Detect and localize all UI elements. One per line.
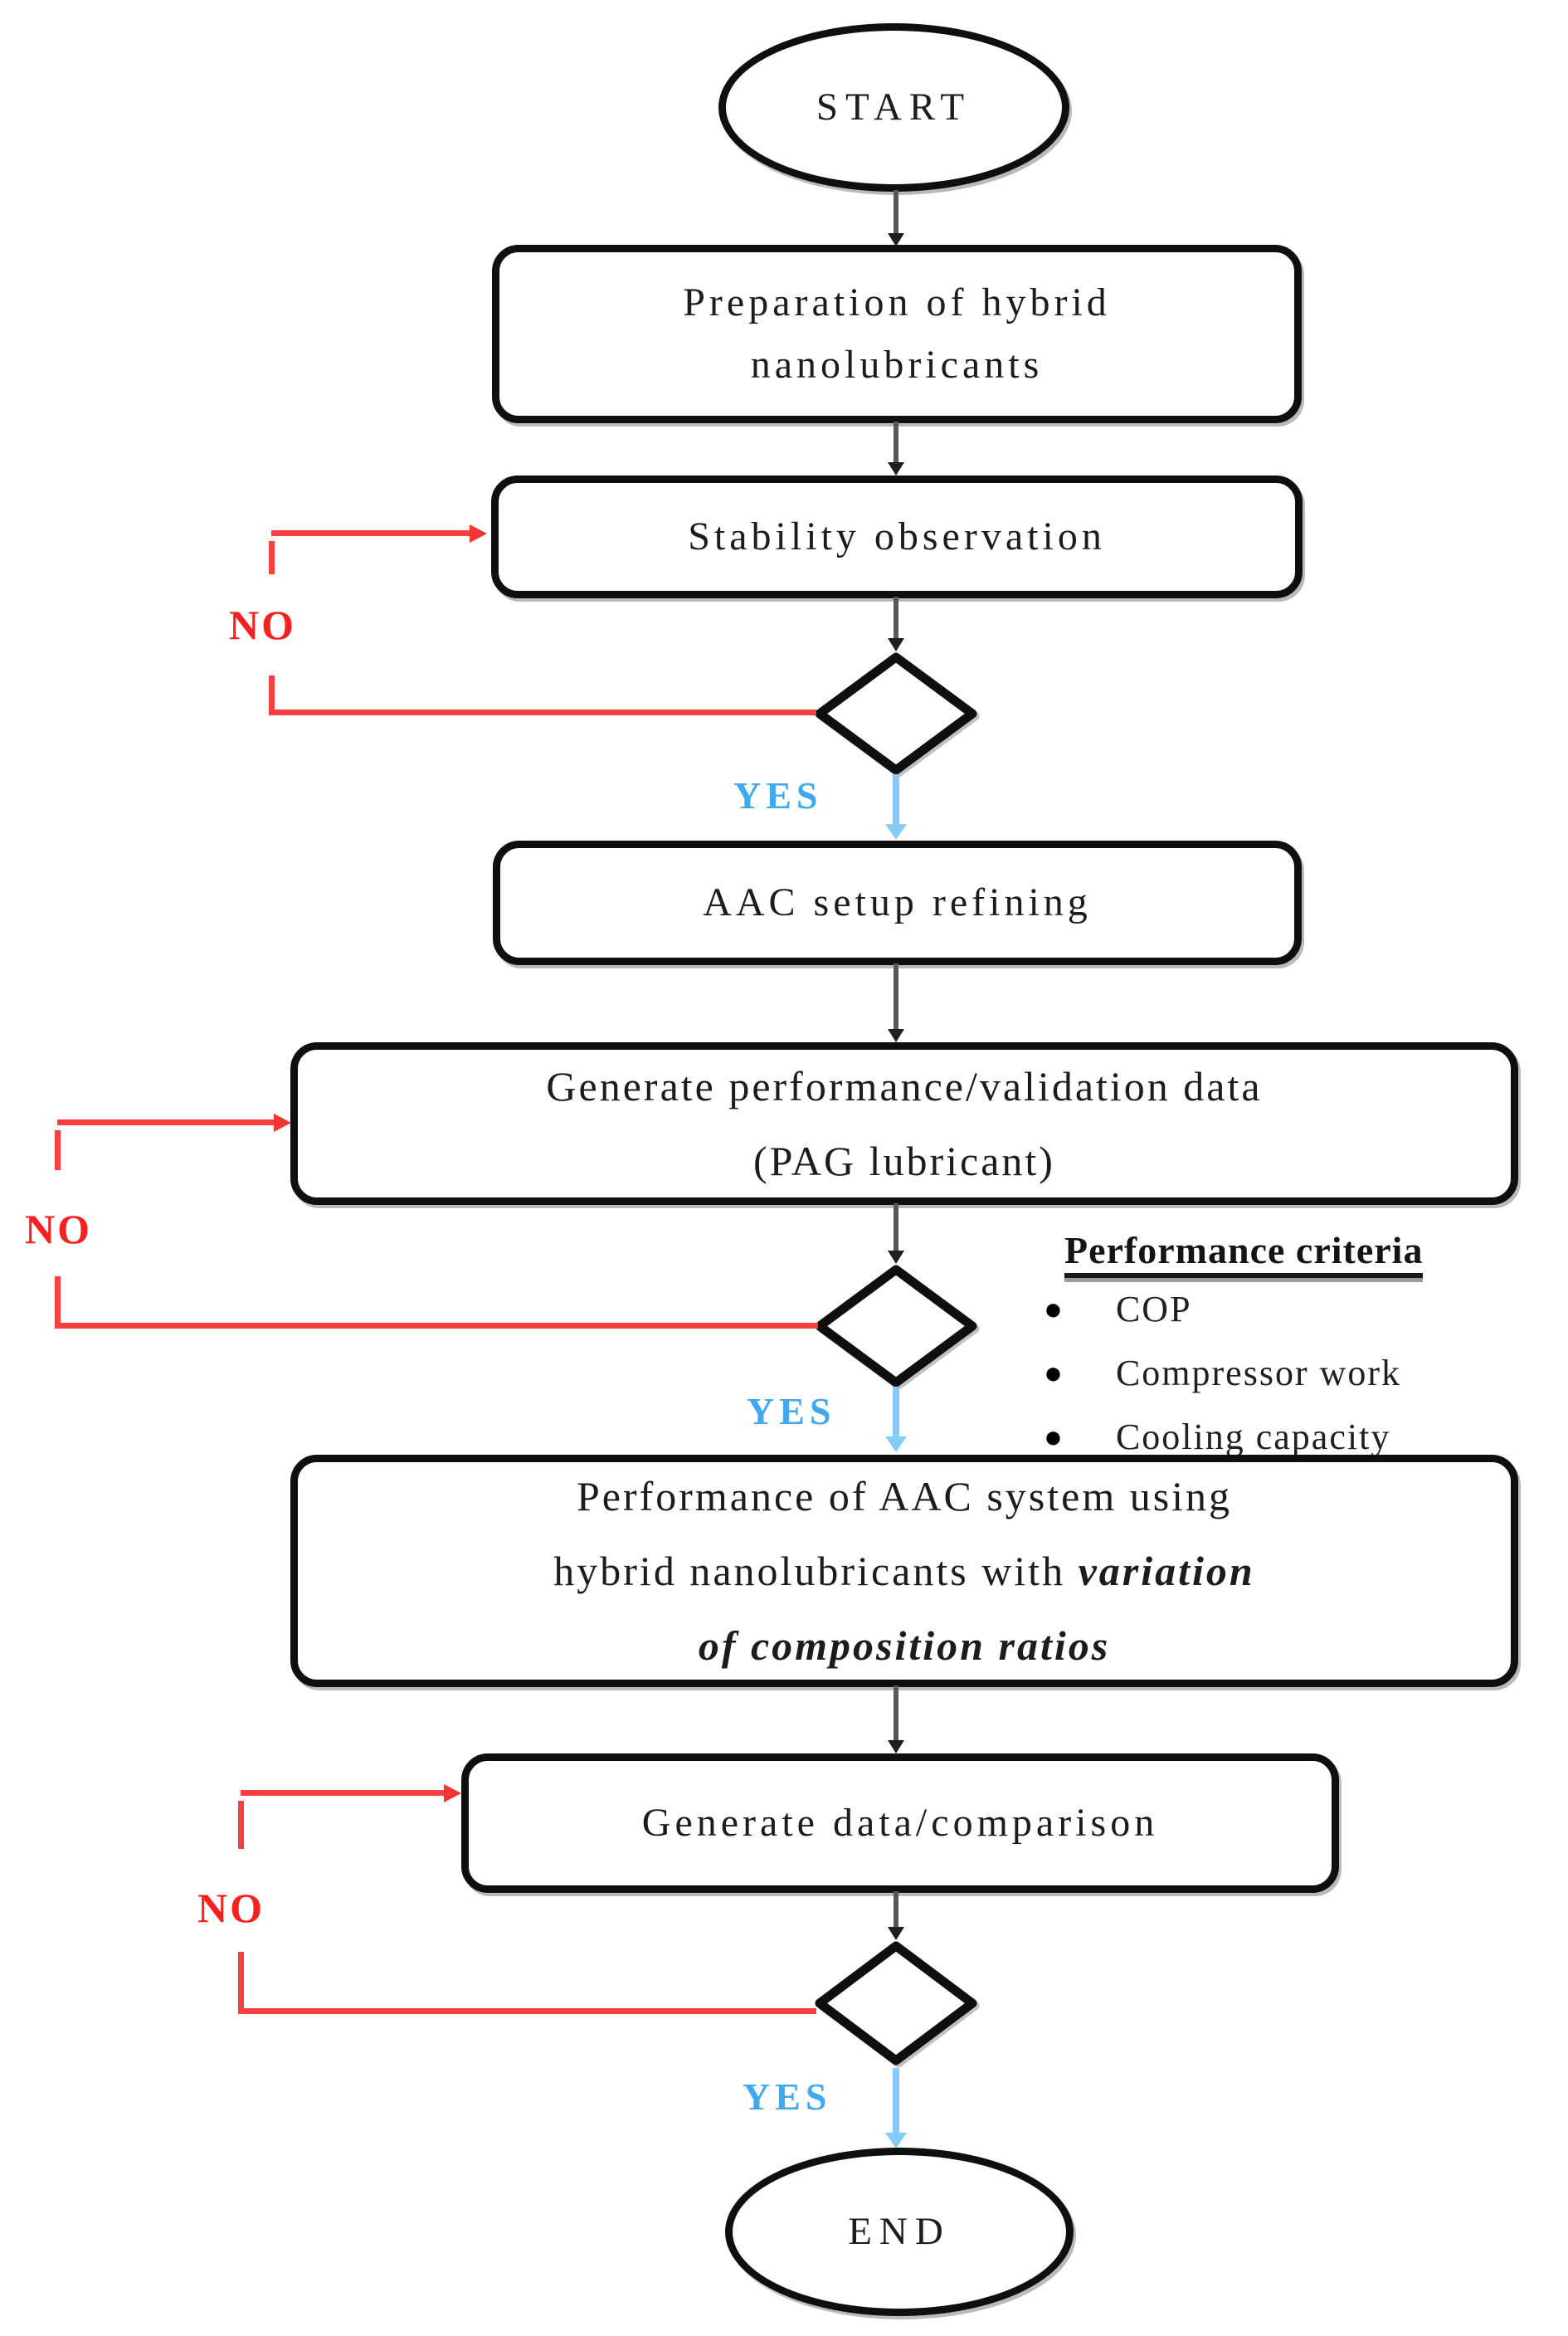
diamond-shape (815, 652, 977, 775)
aac-setup-label: AAC setup refining (703, 880, 1092, 924)
no-loop1-dash-lower (269, 675, 275, 715)
start-terminator: START (718, 23, 1069, 192)
arrowhead-down-icon (888, 1927, 904, 1940)
yes-label-1: YES (733, 774, 823, 817)
no-loop3-top-line (241, 1790, 445, 1796)
preparation-label: Preparation of hybrid nanolubricants (683, 280, 1111, 387)
bullet-icon: ● (1044, 1356, 1064, 1391)
decision-diamond-3 (815, 1941, 977, 2065)
arrowhead-down-icon (888, 462, 904, 475)
no-loop1-top-line (271, 530, 470, 536)
criteria-item-label: Compressor work (1115, 1353, 1402, 1393)
criteria-item: ● Cooling capacity (1044, 1419, 1401, 1456)
process-preparation: Preparation of hybrid nanolubricants (492, 245, 1302, 423)
no-loop2-dash-upper (55, 1130, 61, 1170)
process-generate-comparison: Generate data/comparison (461, 1753, 1339, 1893)
arrowhead-down-icon (888, 1740, 904, 1753)
no-label-3: NO (197, 1885, 265, 1931)
connector-start-preparation (894, 190, 898, 237)
process-generate-pag: Generate performance/validation data (PA… (290, 1042, 1518, 1205)
stability-label: Stability observation (688, 514, 1106, 558)
no-loop3-dash-upper (238, 1801, 244, 1849)
criteria-list: ● COP ● Compressor work ● Cooling capaci… (1044, 1291, 1401, 1456)
yes-label-2: YES (747, 1390, 836, 1432)
yes-arrow-1-line (893, 774, 899, 826)
criteria-item-label: Cooling capacity (1115, 1417, 1391, 1457)
arrowhead-down-icon (888, 1251, 904, 1264)
start-label: START (816, 85, 972, 129)
criteria-item-label: COP (1115, 1289, 1192, 1329)
yes-arrow-3-line (893, 2068, 899, 2134)
arrowhead-down-icon (888, 233, 904, 246)
decision-diamond-1 (815, 652, 977, 775)
performance-line2-emphasis: variation (1078, 1548, 1255, 1594)
arrowhead-down-icon (888, 1029, 904, 1042)
generate-pag-line1: Generate performance/validation data (546, 1063, 1263, 1109)
decision-diamond-2 (815, 1265, 977, 1387)
connector-preparation-stability (894, 422, 898, 465)
arrowhead-right-icon (470, 524, 487, 543)
yes-label-3: YES (743, 2075, 832, 2118)
criteria-title: Performance criteria (1064, 1231, 1424, 1278)
arrowhead-down-icon (885, 1436, 907, 1452)
criteria-item: ● Compressor work (1044, 1355, 1401, 1392)
performance-line2-normal: hybrid nanolubricants with (553, 1548, 1079, 1594)
connector-comparison-decision3 (894, 1891, 898, 1929)
connector-generatepag-decision2 (894, 1203, 898, 1253)
no-loop3-dash-lower (238, 1952, 244, 2014)
diamond-shape (815, 1941, 977, 2065)
arrowhead-down-icon (885, 2133, 907, 2148)
arrowhead-down-icon (885, 824, 907, 840)
performance-line2: hybrid nanolubricants with variation (553, 1534, 1254, 1608)
performance-line1: Performance of AAC system using (576, 1473, 1233, 1519)
yes-arrow-2-line (893, 1387, 899, 1438)
generate-pag-line2: (PAG lubricant) (753, 1138, 1055, 1184)
no-loop2-dash-lower (55, 1276, 61, 1328)
process-performance: Performance of AAC system using hybrid n… (290, 1455, 1518, 1687)
end-terminator: END (725, 2148, 1074, 2316)
process-stability: Stability observation (491, 475, 1303, 598)
no-label-1: NO (229, 602, 296, 648)
diamond-shape (815, 1265, 977, 1387)
bullet-icon: ● (1044, 1292, 1064, 1327)
connector-stability-decision1 (894, 597, 898, 641)
no-loop2-top-line (57, 1119, 275, 1125)
arrowhead-down-icon (888, 638, 904, 651)
arrowhead-right-icon (444, 1784, 461, 1802)
no-loop1-dash-upper (269, 541, 275, 574)
connector-aacsetup-generatepag (894, 963, 898, 1031)
arrowhead-right-icon (274, 1114, 291, 1132)
no-loop3-bottom-line (238, 2008, 816, 2014)
bullet-icon: ● (1044, 1420, 1064, 1455)
process-aac-setup: AAC setup refining (493, 841, 1302, 965)
performance-line3-emphasis: of composition ratios (698, 1622, 1111, 1669)
end-label: END (848, 2210, 951, 2254)
no-label-2: NO (25, 1206, 92, 1252)
no-loop2-bottom-line (55, 1323, 818, 1329)
connector-performance-comparison (894, 1685, 898, 1743)
criteria-item: ● COP (1044, 1291, 1401, 1328)
no-loop1-bottom-line (269, 710, 816, 715)
generate-comparison-label: Generate data/comparison (641, 1800, 1159, 1845)
